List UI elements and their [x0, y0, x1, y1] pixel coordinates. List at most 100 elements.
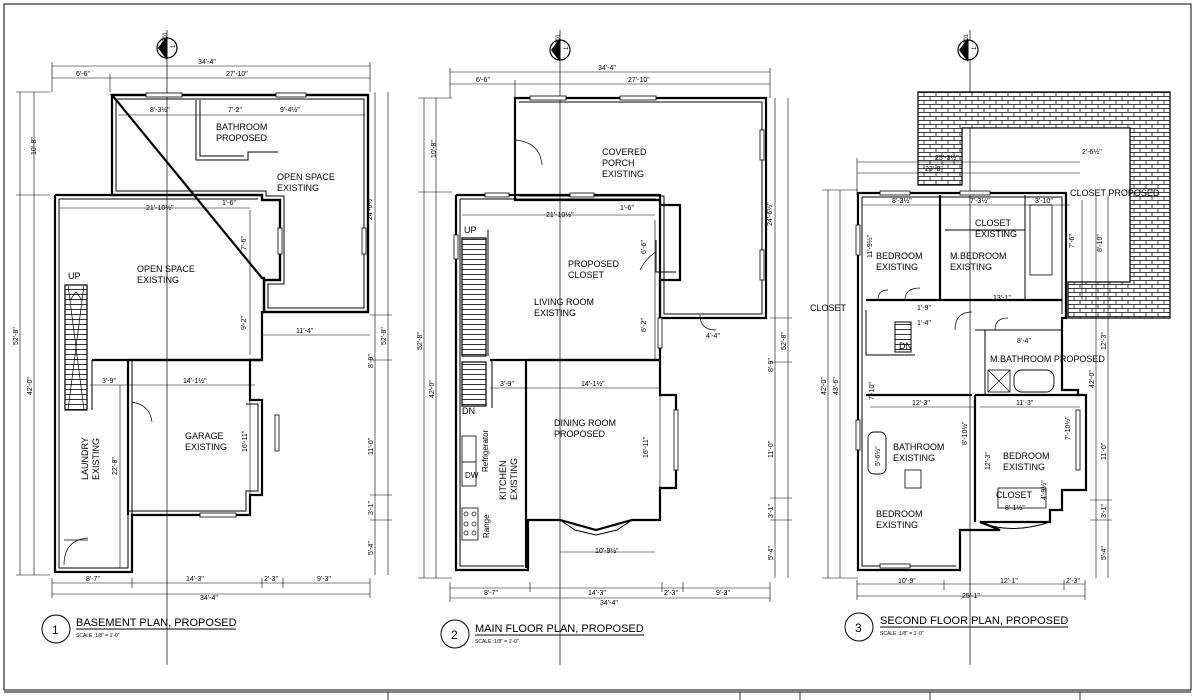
- dimension-label: 14'-3": [186, 576, 204, 583]
- title-block-strip: [4, 691, 1191, 700]
- room-label-dining-room-status: PROPOSED: [554, 429, 606, 439]
- dimension-label: 27'-10": [226, 71, 248, 78]
- dimension-label: 7'-10½": [1064, 416, 1072, 440]
- basement-plan: A-301 1: [13, 30, 392, 665]
- range-label: Range: [482, 514, 491, 538]
- roof-brick-area: [917, 91, 1171, 319]
- dimension-lines: [16, 62, 392, 598]
- dimension-label: 6'-2": [641, 318, 648, 332]
- refrigerator-label: Refrigerator: [481, 429, 490, 472]
- dimension-label: 8'-9": [768, 358, 775, 372]
- room-label-laundry-status: EXISTING: [91, 438, 101, 480]
- dimension-labels: 34'-4" 6'-6" 27'-10" 21'-10½" 1'-6" 6'-6…: [417, 65, 788, 607]
- plan-number: 2: [451, 628, 458, 642]
- room-label-kitchen: KITCHEN: [498, 460, 508, 500]
- dimension-label: 8'-9": [368, 354, 375, 368]
- dimension-label: 34'-4": [600, 600, 618, 607]
- dimension-lines: [418, 68, 792, 602]
- dimension-label: 3'-1": [1101, 504, 1108, 518]
- room-label-closet-status: PROPOSED: [568, 259, 620, 269]
- dimension-label: 9'-3": [317, 576, 331, 583]
- plan-title-text: BASEMENT PLAN, PROPOSED: [76, 617, 237, 629]
- dimension-label: 42'-0": [27, 377, 34, 395]
- walls: [855, 190, 1088, 572]
- dimension-label: 3'-1": [368, 501, 375, 515]
- dimension-label: 11'-4": [296, 328, 314, 335]
- dimension-labels: 2'-6½" 25'-3½" 23'-8" 8'-3½" 7'-3½" 3'-1…: [821, 148, 1108, 600]
- dimension-label: 2'-6½": [1082, 148, 1102, 156]
- dimension-label: 34'-4": [200, 595, 218, 602]
- dimension-label: 21'-10½": [546, 211, 574, 219]
- dimension-label: 7'-10": [869, 382, 876, 400]
- sheet-border: [3, 3, 1192, 691]
- room-label-laundry: LAUNDRY: [80, 437, 90, 480]
- dimension-label: 8'-4": [1017, 338, 1031, 345]
- room-label-master-bedroom: M.BEDROOM: [950, 251, 1007, 261]
- dimension-label: 11'-9½": [866, 234, 874, 258]
- dimension-label: 8'-1½": [1005, 504, 1025, 512]
- room-label-bedroom: BEDROOM: [1003, 451, 1050, 461]
- dimension-label: 52'-8": [781, 332, 788, 350]
- room-label-bathroom-status: PROPOSED: [216, 133, 268, 143]
- dimension-lines: [822, 158, 1112, 600]
- room-label-open-space-status: EXISTING: [277, 183, 319, 193]
- room-labels: COVERED PORCH EXISTING PROPOSED CLOSET L…: [462, 147, 647, 538]
- dimension-label: 2'-3": [664, 590, 678, 597]
- room-label-porch-status: EXISTING: [602, 169, 644, 179]
- dimension-label: 8'-3½": [892, 197, 912, 205]
- room-labels: CLOSET PROPOSED CLOSET EXISTING BEDROOM …: [810, 188, 1160, 530]
- dimension-label: 10'-9": [898, 578, 916, 585]
- room-label-garage-status: EXISTING: [185, 442, 227, 452]
- dimension-label: 52'-8": [417, 332, 424, 350]
- room-label-porch: PORCH: [602, 158, 635, 168]
- plan-scale: SCALE :1/8" = 1'-0": [880, 631, 924, 637]
- dimension-label: 11'-0": [768, 440, 775, 458]
- room-label-open-space: OPEN SPACE: [137, 264, 195, 274]
- room-label-dining-room: DINING ROOM: [554, 418, 616, 428]
- room-label-closet-proposed: CLOSET PROPOSED: [1070, 188, 1160, 198]
- room-label-bedroom-status: EXISTING: [876, 262, 918, 272]
- dimension-label: 52'-8": [381, 327, 388, 345]
- main-floor-plan: A-301 1: [417, 30, 792, 665]
- plan-title: 2 MAIN FLOOR PLAN, PROPOSED SCALE :1/8" …: [440, 619, 644, 649]
- dimension-label: 8'-7": [484, 590, 498, 597]
- dimension-label: 25'-1": [962, 593, 980, 600]
- room-label-open-space: OPEN SPACE: [277, 172, 335, 182]
- room-label-closet: CLOSET: [568, 270, 605, 280]
- dimension-label: 42'-0": [821, 377, 828, 395]
- dimension-label: 6'-6": [476, 77, 490, 84]
- plan-number: 1: [52, 623, 59, 637]
- dimension-label: 24'-6½": [366, 196, 374, 220]
- room-label-master-bedroom-status: EXISTING: [950, 262, 992, 272]
- dimension-label: 12'-3": [985, 452, 992, 470]
- dimension-label: 25'-3½": [935, 154, 959, 162]
- dimension-label: 9'-3": [716, 590, 730, 597]
- dimension-label: 3'-9": [500, 381, 514, 388]
- dimension-label: 8'-3½": [150, 106, 170, 114]
- plan-title: 3 SECOND FLOOR PLAN, PROPOSED SCALE :1/8…: [844, 612, 1068, 642]
- dimension-label: 9'-2": [241, 316, 248, 330]
- stair-up-label: UP: [68, 271, 81, 281]
- dimension-label: 14'-3": [588, 590, 606, 597]
- dimension-label: 8'-10½": [961, 421, 969, 445]
- walls: [453, 95, 768, 572]
- dimension-label: 22'-8": [112, 457, 119, 475]
- dimension-label: 7'-2": [228, 107, 242, 114]
- section-sheet-label: A-301: [163, 31, 169, 48]
- room-labels: BATHROOM PROPOSED OPEN SPACE EXISTING OP…: [68, 122, 335, 480]
- dimension-label: 24'-6½": [766, 202, 774, 226]
- dimension-label: 21'-10½": [146, 204, 174, 212]
- section-sheet-label: A-301: [556, 33, 562, 50]
- dimension-label: 2'-3": [1066, 578, 1080, 585]
- dishwasher-label: DW: [465, 471, 479, 480]
- dimension-label: 14'-1½": [581, 380, 605, 388]
- plan-scale: SCALE :1/8" = 1'-0": [475, 639, 519, 645]
- dimension-label: 3'-9": [102, 378, 116, 385]
- plan-number: 3: [855, 621, 862, 635]
- room-label-closet-status: EXISTING: [975, 229, 1017, 239]
- section-marker: A-301 1: [549, 30, 571, 665]
- dimension-label: 3'-1": [768, 504, 775, 518]
- dimension-label: 9'-4½": [280, 106, 300, 114]
- dimension-label: 5'-6½": [874, 446, 882, 466]
